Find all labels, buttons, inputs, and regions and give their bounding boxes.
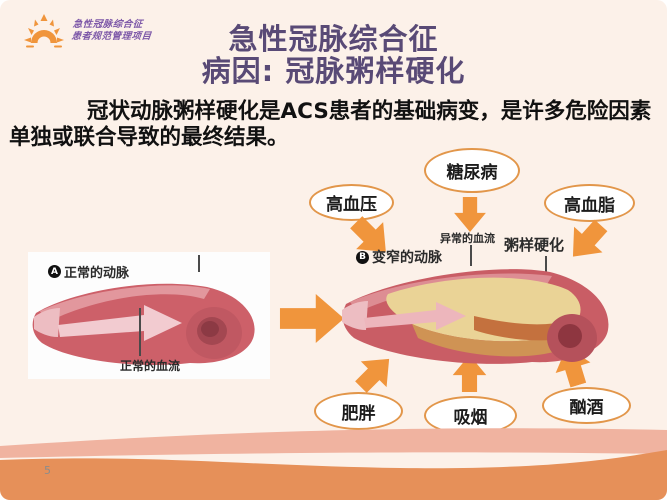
risk-factor-hyperlipidemia: 高血脂 bbox=[544, 184, 635, 222]
risk-factor-alcohol: 酗酒 bbox=[542, 387, 631, 424]
narrowed-artery-label: 变窄的动脉 bbox=[372, 250, 442, 266]
risk-factor-obesity: 肥胖 bbox=[314, 392, 403, 430]
risk-factor-alcohol-label: 酗酒 bbox=[569, 398, 604, 418]
risk-factor-diabetes-label: 糖尿病 bbox=[446, 163, 498, 183]
narrowed-artery-caption: B 变窄的动脉 bbox=[356, 247, 442, 267]
marker-b: B bbox=[356, 250, 369, 264]
normal-artery-panel: A 正常的动脉 正常的血流 bbox=[28, 252, 270, 379]
narrowed-artery-illustration bbox=[340, 258, 615, 373]
page-title: 急性冠脉综合征 病因: 冠脉粥样硬化 bbox=[0, 22, 667, 88]
normal-artery-label: 正常的动脉 bbox=[64, 266, 130, 281]
sun-logo-icon bbox=[22, 12, 66, 50]
risk-factor-diabetes: 糖尿病 bbox=[424, 148, 520, 193]
project-logo: 急性冠脉综合征 患者规范管理项目 bbox=[22, 12, 152, 50]
normal-artery-illustration bbox=[32, 274, 266, 368]
normal-flow-pointer-line bbox=[139, 308, 141, 356]
smoking-arrow-icon bbox=[451, 355, 488, 392]
bottom-wave-decoration bbox=[0, 410, 667, 500]
abnormal-flow-pointer-line bbox=[470, 245, 472, 266]
main-transition-arrow-icon bbox=[278, 294, 346, 343]
risk-factor-smoking-label: 吸烟 bbox=[453, 408, 488, 428]
page-title-line1: 急性冠脉综合征 bbox=[228, 22, 439, 56]
body-paragraph: 冠状动脉粥样硬化是ACS患者的基础病变，是许多危险因素单独或联合导致的最终结果。 bbox=[9, 99, 652, 150]
normal-artery-caption: A 正常的动脉 bbox=[48, 262, 129, 281]
abnormal-flow-label: 异常的血流 bbox=[440, 232, 495, 245]
diabetes-arrow-icon bbox=[452, 197, 488, 232]
hypertension-arrow-icon bbox=[341, 207, 402, 268]
obesity-arrow-icon bbox=[347, 345, 404, 402]
normal-flow-label: 正常的血流 bbox=[120, 359, 181, 373]
hyperlipidemia-arrow-icon bbox=[557, 211, 618, 272]
plaque-label: 粥样硬化 bbox=[504, 236, 565, 254]
risk-factor-hypertension: 高血压 bbox=[309, 184, 394, 221]
risk-factor-obesity-label: 肥胖 bbox=[341, 403, 376, 424]
risk-factor-hypertension-label: 高血压 bbox=[326, 195, 377, 215]
page-title-line2: 病因: 冠脉粥样硬化 bbox=[201, 53, 466, 88]
risk-factor-hyperlipidemia-label: 高血脂 bbox=[564, 195, 615, 216]
artery-wall-pointer-line bbox=[198, 255, 200, 272]
page-number: 5 bbox=[44, 464, 51, 477]
marker-a: A bbox=[48, 265, 61, 278]
